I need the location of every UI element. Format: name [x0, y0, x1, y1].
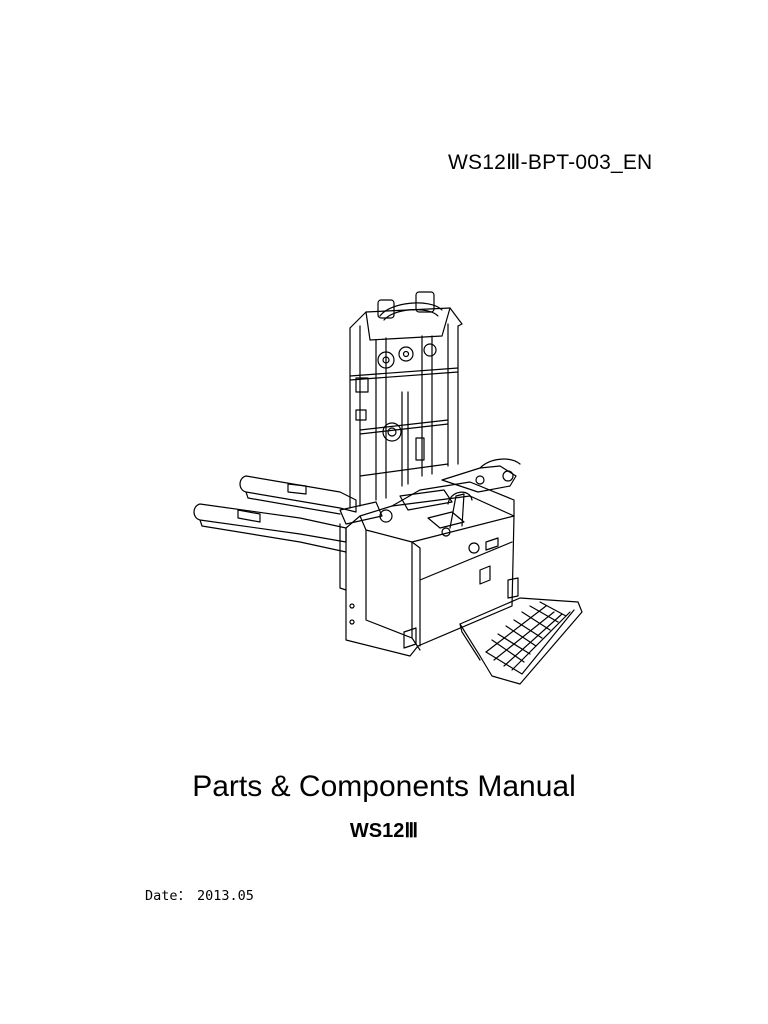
pallet-stacker-illustration-icon — [180, 280, 600, 700]
date-value: 2013.05 — [197, 888, 254, 904]
manual-title: Parts & Components Manual — [192, 770, 576, 803]
date-line: Date： 2013.05 — [145, 884, 254, 904]
model-name: WS12Ⅲ — [349, 820, 419, 842]
document-code: WS12Ⅲ-BPT-003_EN — [448, 151, 653, 174]
date-label: Date： — [145, 888, 192, 904]
